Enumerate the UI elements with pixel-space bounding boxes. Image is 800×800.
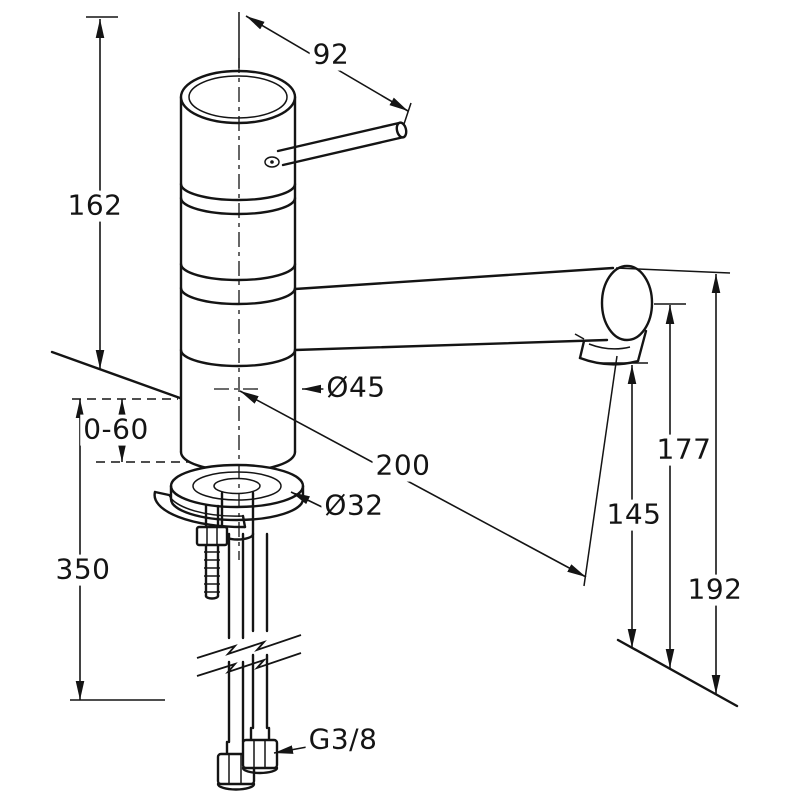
ext-192-top: [615, 267, 731, 274]
dimension-label-lever-length: 92: [309, 39, 353, 71]
spout-end: [600, 264, 654, 342]
dim-line-200: [239, 390, 587, 578]
hex-nut-right: [241, 738, 279, 770]
leader-thread: [273, 745, 308, 754]
dimension-label-spout-top-height: 192: [684, 574, 746, 606]
counter-surface-right: [616, 638, 739, 708]
dimension-lines: [75, 15, 721, 700]
set-screw: [264, 156, 280, 168]
dimension-label-body-height: 162: [64, 190, 126, 222]
break-lines: [196, 634, 302, 677]
ext-spout-end: [583, 355, 618, 587]
supply-hoses: [196, 532, 302, 744]
extension-lines: [70, 12, 731, 701]
dimension-label-body-diameter: Ø45: [323, 372, 389, 404]
hose-connectors: [216, 726, 279, 791]
ext-lever-tip: [403, 102, 412, 125]
connector-right: [241, 726, 279, 775]
aerator: [574, 329, 648, 366]
dimension-label-outlet-height: 145: [603, 499, 665, 531]
leader-hole-diameter: [290, 491, 323, 508]
dimension-label-mounting-range: 0-60: [80, 414, 152, 446]
body-cap-top: [179, 69, 297, 125]
lever-tip: [395, 121, 408, 139]
spout-collar-top: [179, 286, 297, 306]
dimension-label-thread: G3/8: [305, 724, 381, 756]
centerlines: [214, 58, 262, 560]
dimension-label-hose-length: 350: [52, 554, 114, 586]
threaded-stud: [195, 504, 229, 600]
dimension-label-spout-reach: 200: [372, 450, 434, 482]
dimension-label-underside-height: 177: [653, 434, 715, 466]
stud-nut: [195, 525, 229, 547]
dimension-label-hole-diameter: Ø32: [321, 490, 387, 522]
spout: [293, 264, 654, 366]
lever-handle: [264, 121, 408, 168]
counter-surface-left: [50, 350, 182, 400]
leader-lines: [273, 384, 325, 754]
spout-collar-bottom: [179, 348, 297, 368]
